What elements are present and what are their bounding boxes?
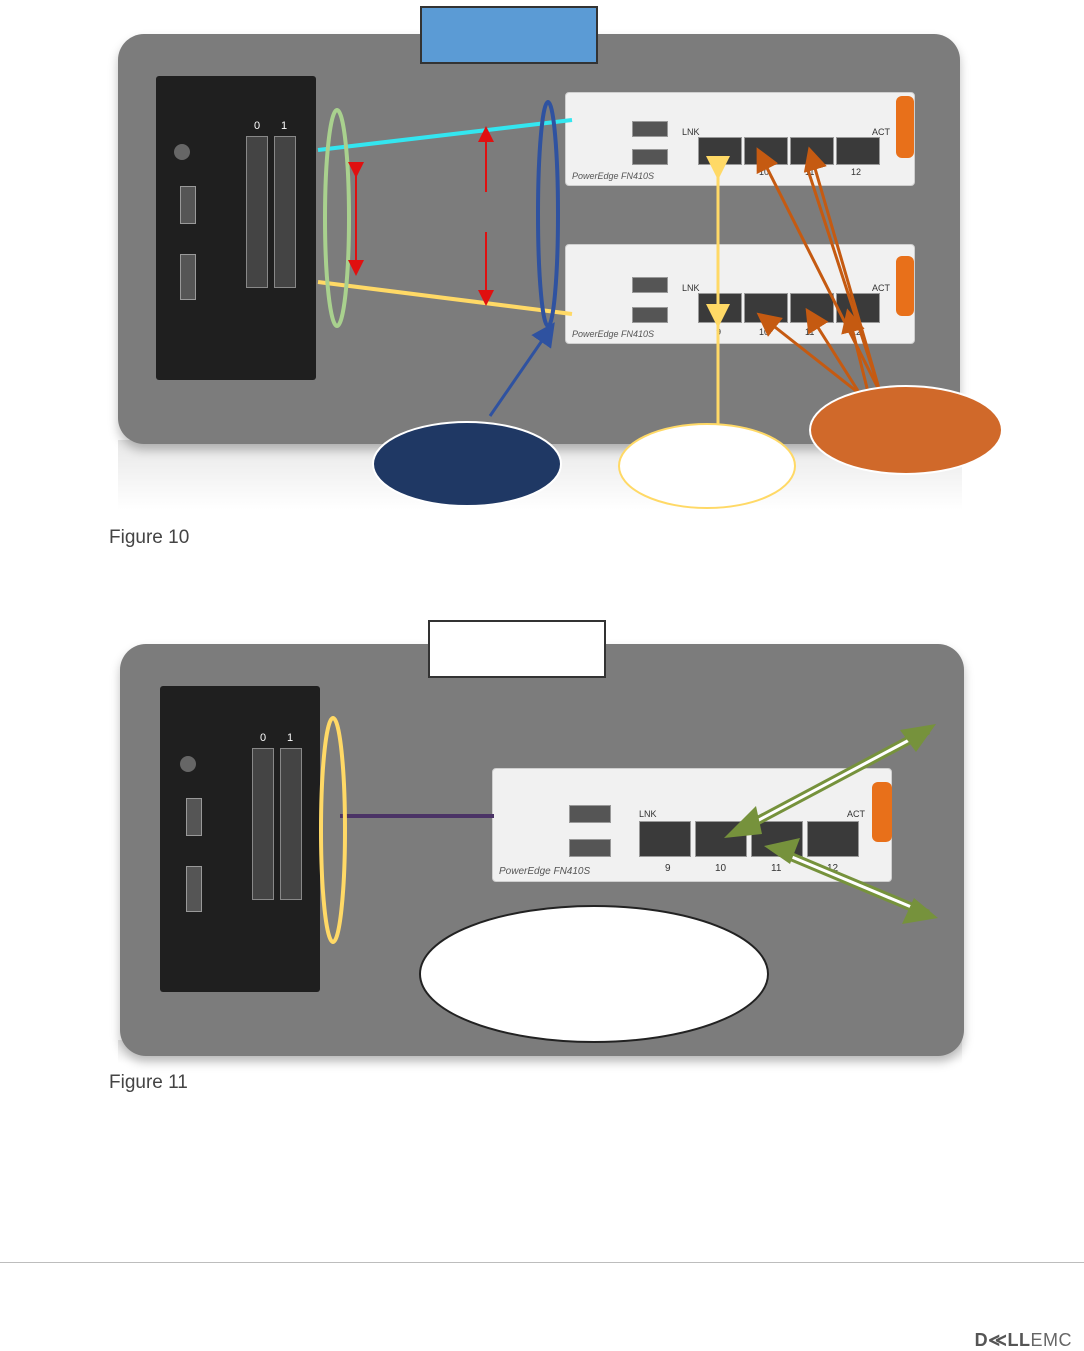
switch-model-label: PowerEdge FN410S: [572, 329, 655, 339]
switch-release-handle: [896, 96, 914, 158]
switch-usb-port: [569, 839, 611, 857]
server-drive-bay-0: [246, 136, 268, 288]
orange-pointer-arrow: [805, 307, 862, 395]
green-double-arrow-inner: [739, 728, 929, 832]
green-oval: [323, 108, 351, 328]
server-usb-port: [180, 254, 196, 300]
figure10-caption: Figure 10: [109, 527, 190, 548]
figure11-title-box: [428, 620, 606, 678]
switch-usb-port: [632, 121, 668, 137]
server-bay-label-1: 1: [281, 120, 288, 132]
dellemc-logo: D≪LLEMC: [975, 1330, 1072, 1351]
sfp-port-10: [695, 821, 747, 857]
server-usb-port: [186, 798, 202, 836]
orange-callout-ellipse: [809, 385, 1003, 475]
yellow-link-line: [317, 280, 573, 316]
port-header-act: ACT: [847, 809, 865, 819]
green-double-arrow-inner: [779, 850, 929, 916]
orange-pointer-arrow: [756, 147, 882, 393]
green-arrowhead: [764, 838, 800, 864]
orange-pointer-arrow: [756, 312, 861, 396]
server-usb-port: [186, 866, 202, 912]
switch-release-handle: [896, 256, 914, 316]
switch-usb-port: [569, 805, 611, 823]
server-bay-label-0: 0: [260, 732, 267, 744]
figure10-server-blade: 0 1: [156, 76, 316, 380]
server-drive-bay-0: [252, 748, 274, 900]
green-arrowhead: [724, 806, 762, 838]
white-callout-ellipse: [618, 423, 796, 509]
switch-model-label: PowerEdge FN410S: [499, 866, 591, 877]
switch-usb-port: [632, 277, 668, 293]
figure11-caption: Figure 11: [109, 1072, 188, 1093]
port-header-lnk: LNK: [682, 283, 700, 293]
figure11-server-blade: 0 1: [160, 686, 320, 992]
switch-release-handle: [872, 782, 892, 842]
switch-usb-port: [632, 149, 668, 165]
orange-pointer-arrow: [806, 169, 882, 393]
footer-divider: [0, 1262, 1084, 1263]
white-callout-ellipse-fig11: [419, 905, 769, 1043]
port-label-10: 10: [715, 863, 727, 874]
blue-oval: [536, 100, 560, 328]
server-power-button: [174, 144, 190, 160]
server-power-button: [180, 756, 196, 772]
figure10-title-box: [420, 6, 598, 64]
figure10-switch-bottom: LNK ACT 9 10 11 12 PowerEdge FN410S: [565, 244, 915, 344]
yellow-oval: [319, 716, 347, 944]
port-label-12: 12: [851, 167, 862, 177]
switch-usb-port: [632, 307, 668, 323]
server-drive-bay-1: [280, 748, 302, 900]
green-arrowhead: [900, 724, 936, 752]
switch-model-label: PowerEdge FN410S: [572, 171, 655, 181]
cyan-link-line: [317, 118, 573, 152]
port-header-act: ACT: [872, 283, 890, 293]
sfp-port-12: [807, 821, 859, 857]
port-header-lnk: LNK: [682, 127, 700, 137]
port-label-11: 11: [771, 863, 782, 874]
port-label-12: 12: [827, 863, 839, 874]
server-drive-bay-1: [274, 136, 296, 288]
dellemc-logo-brand: D≪LL: [974, 1330, 1031, 1350]
server-usb-port: [180, 186, 196, 224]
orange-pointer-arrow: [841, 308, 870, 393]
server-bay-label-0: 0: [254, 120, 261, 132]
green-arrowhead: [902, 898, 938, 924]
port-label-9: 9: [665, 863, 671, 874]
dellemc-logo-emc: EMC: [1030, 1330, 1072, 1350]
port-header-act: ACT: [872, 127, 890, 137]
blue-pointer-arrow: [488, 322, 555, 417]
navy-callout-ellipse: [372, 421, 562, 507]
server-bay-label-1: 1: [287, 732, 294, 744]
port-header-lnk: LNK: [639, 809, 657, 819]
sfp-port-9: [639, 821, 691, 857]
sfp-port-12: [836, 137, 880, 165]
